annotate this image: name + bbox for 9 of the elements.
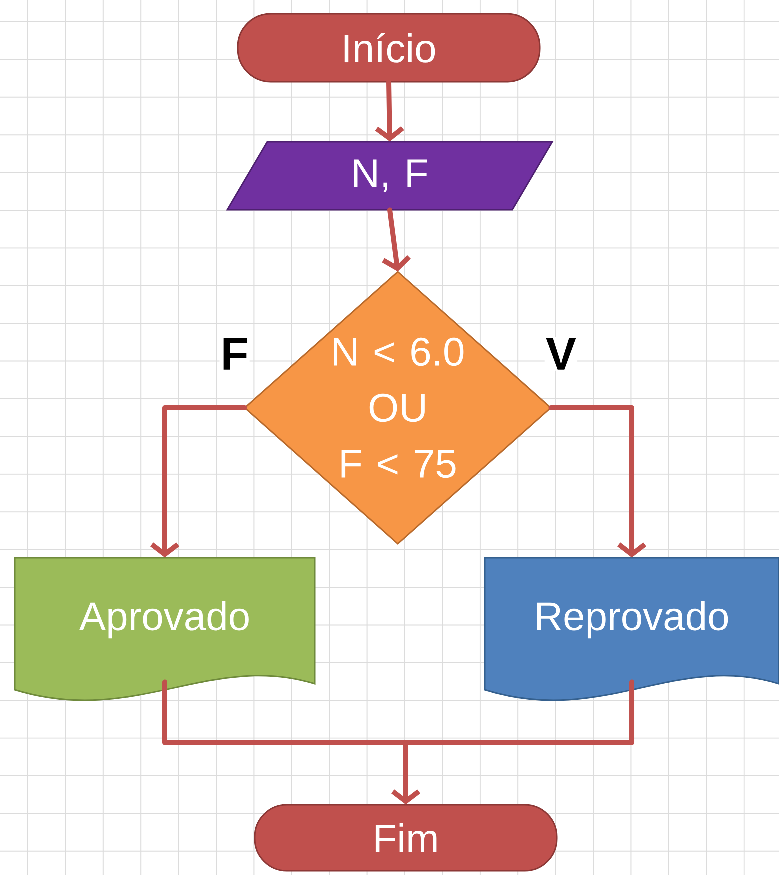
terminal-pill: Início [237, 13, 541, 83]
terminal-pill: Fim [254, 804, 558, 872]
arrow [150, 406, 248, 558]
edge-label: F [220, 337, 250, 371]
connector-line [404, 680, 634, 746]
arrow [375, 80, 404, 142]
edge-label: V [544, 337, 578, 371]
arrow [548, 406, 647, 558]
arrow [382, 208, 411, 272]
